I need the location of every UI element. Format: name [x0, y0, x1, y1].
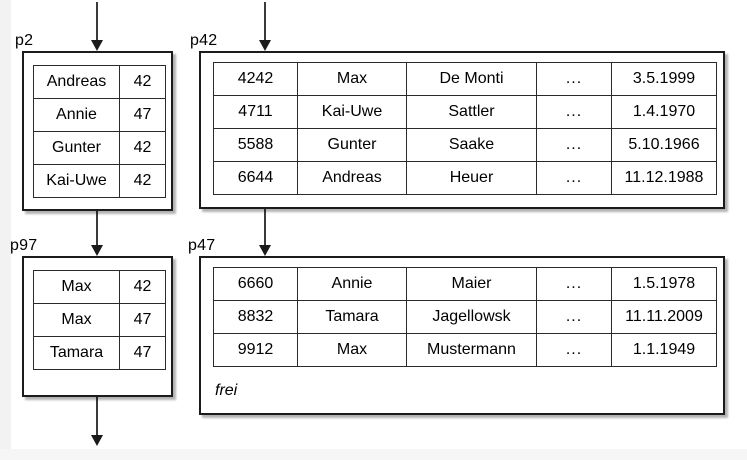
- cell-date: 11.11.2009: [611, 300, 717, 334]
- cell-date: 1.1.1949: [611, 333, 717, 367]
- cell-name: Annie: [33, 98, 120, 132]
- table-row: 9912 Max Mustermann ... 1.1.1949: [213, 333, 717, 367]
- cell-id: 9912: [213, 333, 298, 367]
- page-label-p42: p42: [190, 32, 218, 49]
- cell-id: 5588: [213, 128, 298, 162]
- cell-bucket: 42: [119, 65, 166, 99]
- table-p42: 4242 Max De Monti ... 3.5.1999 4711 Kai-…: [213, 62, 717, 195]
- cell-bucket: 47: [119, 303, 166, 337]
- cell-more: ...: [536, 300, 612, 334]
- table-row: Annie 47: [33, 98, 166, 132]
- cell-id: 6644: [213, 161, 298, 195]
- cell-id: 6660: [213, 267, 298, 301]
- table-row: Tamara 47: [33, 336, 166, 370]
- cell-name: Gunter: [33, 131, 120, 165]
- cell-date: 1.4.1970: [611, 95, 717, 129]
- cell-lastname: Mustermann: [406, 333, 537, 367]
- table-row: 5588 Gunter Saake ... 5.10.1966: [213, 128, 717, 162]
- page-box-p47: 6660 Annie Maier ... 1.5.1978 8832 Tamar…: [199, 256, 725, 415]
- cell-bucket: 42: [119, 131, 166, 165]
- cell-bucket: 47: [119, 336, 166, 370]
- table-p97: Max 42 Max 47 Tamara 47: [33, 270, 166, 370]
- cell-name: Max: [33, 303, 120, 337]
- page-box-p97: Max 42 Max 47 Tamara 47: [22, 256, 173, 397]
- page-box-p2: Andreas 42 Annie 47 Gunter 42 Kai-Uwe 42: [22, 51, 173, 211]
- cell-lastname: Sattler: [406, 95, 537, 129]
- arrow-out-of-p97: [91, 397, 103, 446]
- cell-date: 5.10.1966: [611, 128, 717, 162]
- free-space-label: frei: [215, 382, 238, 399]
- table-p2: Andreas 42 Annie 47 Gunter 42 Kai-Uwe 42: [33, 65, 166, 198]
- cell-firstname: Gunter: [297, 128, 407, 162]
- page-margin-left: [0, 0, 11, 460]
- table-row: 6644 Andreas Heuer ... 11.12.1988: [213, 161, 717, 195]
- cell-name: Max: [33, 270, 120, 304]
- cell-lastname: Maier: [406, 267, 537, 301]
- cell-firstname: Max: [297, 62, 407, 96]
- cell-date: 11.12.1988: [611, 161, 717, 195]
- table-p47: 6660 Annie Maier ... 1.5.1978 8832 Tamar…: [213, 267, 717, 367]
- table-row: Kai-Uwe 42: [33, 164, 166, 198]
- cell-id: 4242: [213, 62, 298, 96]
- cell-name: Andreas: [33, 65, 120, 99]
- arrow-into-p42: [259, 2, 271, 51]
- cell-firstname: Tamara: [297, 300, 407, 334]
- page-label-p47: p47: [188, 237, 216, 254]
- cell-firstname: Max: [297, 333, 407, 367]
- page-label-p2: p2: [15, 32, 34, 49]
- cell-firstname: Annie: [297, 267, 407, 301]
- table-row: Max 47: [33, 303, 166, 337]
- table-row: 6660 Annie Maier ... 1.5.1978: [213, 267, 717, 301]
- cell-bucket: 47: [119, 98, 166, 132]
- arrow-p2-to-p97: [91, 211, 103, 256]
- table-row: 8832 Tamara Jagellowsk ... 11.11.2009: [213, 300, 717, 334]
- cell-lastname: De Monti: [406, 62, 537, 96]
- table-row: Andreas 42: [33, 65, 166, 99]
- cell-name: Kai-Uwe: [33, 164, 120, 198]
- cell-lastname: Saake: [406, 128, 537, 162]
- page-box-p42: 4242 Max De Monti ... 3.5.1999 4711 Kai-…: [199, 51, 725, 209]
- table-row: Max 42: [33, 270, 166, 304]
- cell-date: 1.5.1978: [611, 267, 717, 301]
- cell-more: ...: [536, 62, 612, 96]
- cell-lastname: Jagellowsk: [406, 300, 537, 334]
- cell-bucket: 42: [119, 270, 166, 304]
- page-margin-bottom: [0, 449, 747, 460]
- cell-more: ...: [536, 95, 612, 129]
- cell-more: ...: [536, 333, 612, 367]
- cell-firstname: Andreas: [297, 161, 407, 195]
- cell-more: ...: [536, 267, 612, 301]
- arrow-p42-to-p47: [259, 209, 271, 256]
- arrow-into-p2: [91, 2, 103, 51]
- cell-more: ...: [536, 161, 612, 195]
- table-row: Gunter 42: [33, 131, 166, 165]
- cell-id: 4711: [213, 95, 298, 129]
- cell-lastname: Heuer: [406, 161, 537, 195]
- cell-date: 3.5.1999: [611, 62, 717, 96]
- cell-firstname: Kai-Uwe: [297, 95, 407, 129]
- table-row: 4711 Kai-Uwe Sattler ... 1.4.1970: [213, 95, 717, 129]
- cell-id: 8832: [213, 300, 298, 334]
- cell-bucket: 42: [119, 164, 166, 198]
- table-row: 4242 Max De Monti ... 3.5.1999: [213, 62, 717, 96]
- cell-name: Tamara: [33, 336, 120, 370]
- page-label-p97: p97: [10, 237, 38, 254]
- cell-more: ...: [536, 128, 612, 162]
